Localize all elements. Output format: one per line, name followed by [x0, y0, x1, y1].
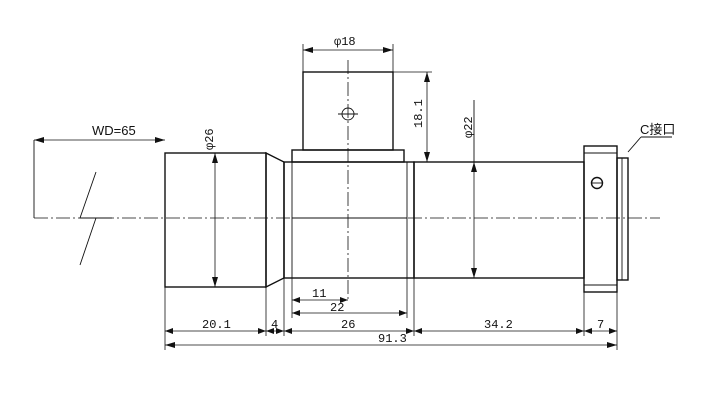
- dim-rear-length: 34.2: [484, 318, 513, 332]
- dim-mid-length: 26: [341, 318, 355, 332]
- inner-dim-short: 11: [312, 287, 326, 301]
- top-block-diameter: φ18: [334, 35, 356, 49]
- rear-barrel: φ22: [413, 100, 585, 279]
- working-distance-group: WD=65: [33, 123, 165, 266]
- mount-label: C接口: [640, 122, 675, 137]
- wd-label: WD=65: [92, 123, 136, 138]
- inner-dimensions: 11 22: [291, 278, 408, 318]
- rear-barrel-diameter: φ22: [462, 116, 476, 138]
- c-mount: C接口: [583, 122, 675, 293]
- taper-section: [265, 151, 285, 289]
- bottom-dimension-chain: 20.1 4 26 34.2 7 91.3: [164, 278, 618, 350]
- inner-dim-long: 22: [330, 301, 344, 315]
- top-block-height: 18.1: [412, 99, 426, 128]
- dim-total-length: 91.3: [378, 332, 407, 346]
- dim-taper-length: 4: [271, 318, 278, 332]
- dim-mount-length: 7: [597, 318, 604, 332]
- front-barrel-diameter: φ26: [203, 128, 217, 150]
- top-block: φ18 18.1: [302, 35, 432, 163]
- dim-front-length: 20.1: [202, 318, 231, 332]
- front-barrel: φ26: [164, 128, 267, 288]
